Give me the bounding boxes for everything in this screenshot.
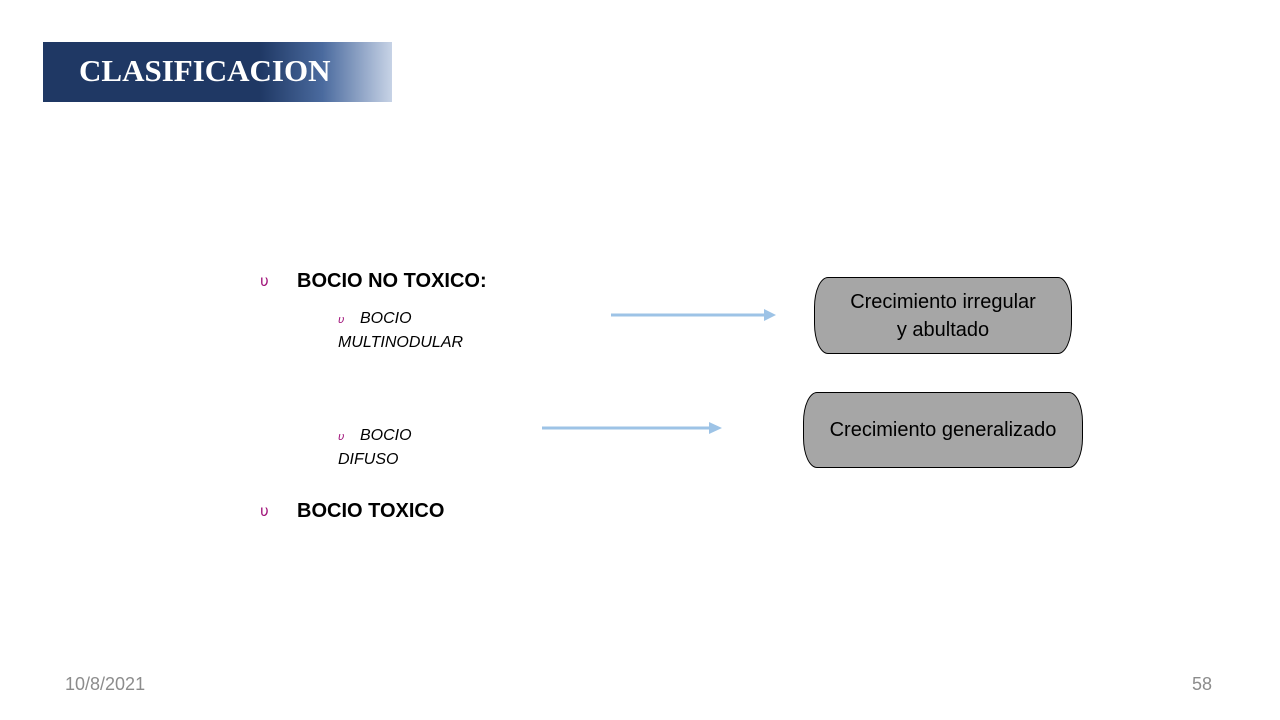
bullet-icon: υ xyxy=(260,272,269,290)
sublist-item-line2: MULTINODULAR xyxy=(338,334,464,351)
list-item-bocio-no-toxico: BOCIO NO TOXICO: xyxy=(297,270,487,292)
result-box-line1: Crecimiento generalizado xyxy=(829,419,1057,441)
sublist-item-multinodular: υ BOCIO MULTINODULAR xyxy=(338,307,463,354)
bullet-icon: υ xyxy=(260,502,269,520)
title-banner: CLASIFICACION xyxy=(43,42,392,102)
result-box-line1: Crecimiento irregular xyxy=(850,290,1036,313)
sub-bullet-icon: υ xyxy=(338,430,345,443)
result-box-generalizado: Crecimiento generalizado xyxy=(803,392,1083,468)
sub-bullet-icon: υ xyxy=(338,313,345,326)
page-number: 58 xyxy=(1192,674,1213,694)
arrow-right-icon xyxy=(611,309,776,321)
footer-date: 10/8/2021 xyxy=(65,674,146,694)
sublist-item-difuso: υ BOCIO DIFUSO xyxy=(338,424,412,471)
list-item-bocio-toxico: BOCIO TOXICO xyxy=(297,500,445,522)
sublist-item-line1: BOCIO xyxy=(360,427,412,444)
slide-title: CLASIFICACION xyxy=(79,53,331,88)
arrow-right-icon xyxy=(542,422,722,434)
sublist-item-line1: BOCIO xyxy=(360,310,412,327)
sublist-item-line2: DIFUSO xyxy=(338,451,399,468)
result-box-line2: y abultado xyxy=(896,318,990,341)
result-box-irregular: Crecimiento irregular y abultado xyxy=(814,277,1072,354)
